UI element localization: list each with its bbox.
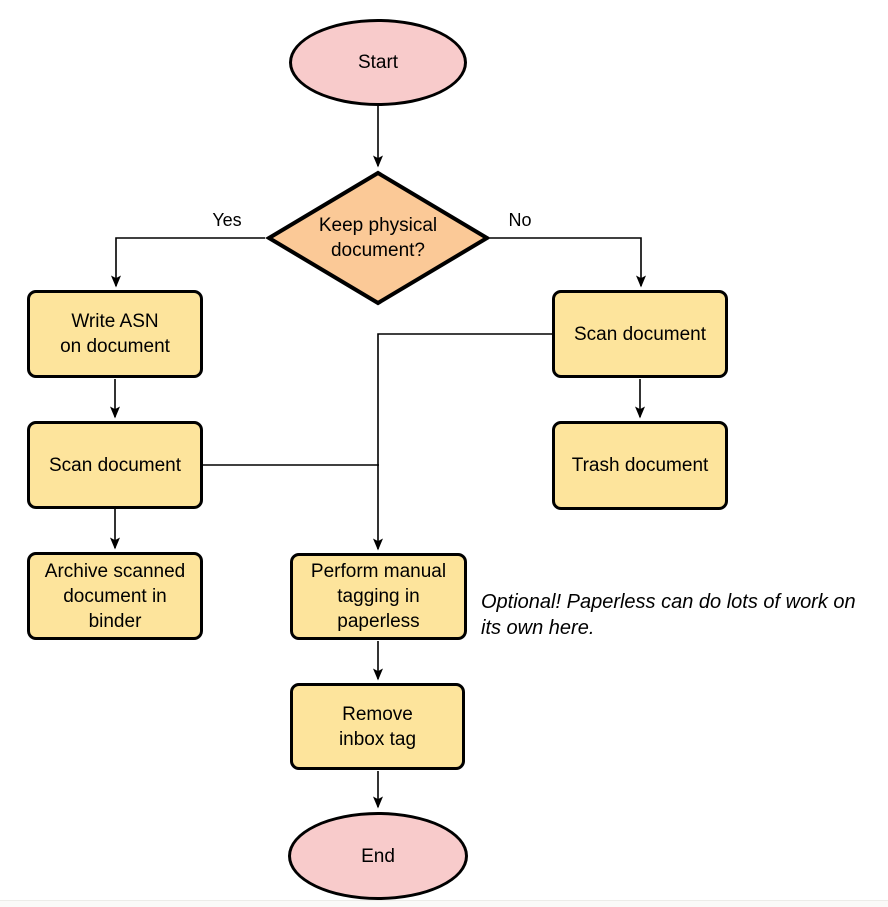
edge-label-no: No [508,210,532,230]
node-decision-label: Keep physical document? [318,215,438,261]
node-scan-document-left-label: Scan document [48,454,182,476]
node-trash-document-label: Trash document [571,455,709,476]
edge-decision-no-to-scan-right [490,237,646,288]
node-write-asn-label: Write ASN on document [60,311,170,357]
footer-strip [0,900,888,907]
node-decision: Keep physical document? [265,170,491,306]
node-remove-inbox-tag-label: Remove inbox tag [338,703,417,750]
node-scan-document-left: Scan document [27,421,203,509]
node-remove-inbox-tag: Remove inbox tag [290,683,465,770]
node-archive-binder: Archive scanned document in binder [27,552,203,640]
diamond-shape [265,170,491,306]
node-manual-tagging-label: Perform manual tagging in paperless [310,561,447,632]
edge-scan-right-to-tagging [373,333,552,551]
node-scan-document-right: Scan document [552,290,728,378]
edge-decision-yes-to-write-asn [111,237,265,288]
edge-label-yes: Yes [212,210,242,230]
node-archive-binder-label: Archive scanned document in binder [44,560,186,632]
node-scan-document-right-label: Scan document [573,323,707,345]
annotation-optional-note: Optional! Paperless can do lots of work … [481,591,856,639]
node-trash-document: Trash document [552,421,728,510]
node-start-label: Start [357,52,399,73]
node-end-label: End [361,845,395,867]
node-manual-tagging: Perform manual tagging in paperless [290,553,467,640]
node-end: End [288,812,468,900]
node-write-asn: Write ASN on document [27,290,203,378]
node-start: Start [289,19,467,106]
